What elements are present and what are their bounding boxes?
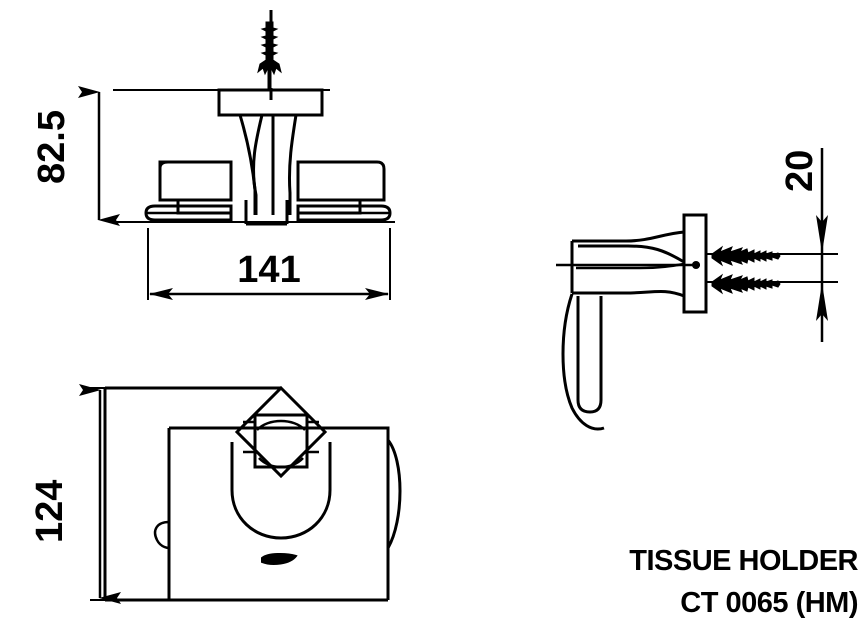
cover-flap-side — [561, 293, 605, 431]
left-tab — [153, 520, 170, 550]
arm-mid-contour — [576, 262, 685, 270]
dim-arrow-20-top — [816, 215, 828, 253]
product-code: CT 0065 (HM) — [680, 587, 858, 619]
roller-bar-side — [576, 296, 603, 414]
lock-diamond — [234, 385, 328, 479]
lock-arc-bottom — [258, 457, 304, 469]
brand-logo-mark — [261, 552, 298, 565]
arm-top-inner — [578, 244, 685, 264]
arm-left-inner-contour — [252, 114, 264, 215]
dimension-20: 20 — [706, 148, 838, 342]
body-left-corner — [158, 160, 231, 169]
dimension-label-20: 20 — [779, 150, 821, 192]
arm-top-contour — [572, 230, 685, 243]
arm-right-contour — [287, 114, 298, 215]
hood-semicircle — [230, 442, 332, 540]
wall-plate-side — [682, 213, 708, 314]
pivot-point — [692, 261, 700, 269]
dimension-124: 124 — [29, 384, 169, 604]
dimension-141: 141 — [147, 228, 391, 300]
dim-arrow-20-bottom — [816, 283, 828, 321]
dimension-label-141: 141 — [237, 249, 300, 291]
front-elevation-view — [144, 10, 392, 226]
dimension-label-124: 124 — [29, 480, 71, 543]
title-block: TISSUE HOLDER CT 0065 (HM) — [629, 545, 859, 619]
dimension-82-5: 82.5 — [31, 86, 395, 226]
dimension-label-82-5: 82.5 — [31, 110, 73, 184]
hub-edges — [244, 200, 289, 224]
cover-right-bulge — [386, 439, 402, 549]
lock-lug-right — [305, 420, 319, 454]
arm-bottom-contour — [572, 290, 685, 298]
product-title: TISSUE HOLDER — [629, 545, 858, 577]
body-right-wing — [296, 160, 386, 202]
lock-arc-top — [256, 419, 306, 431]
lock-lug-left — [243, 420, 257, 454]
